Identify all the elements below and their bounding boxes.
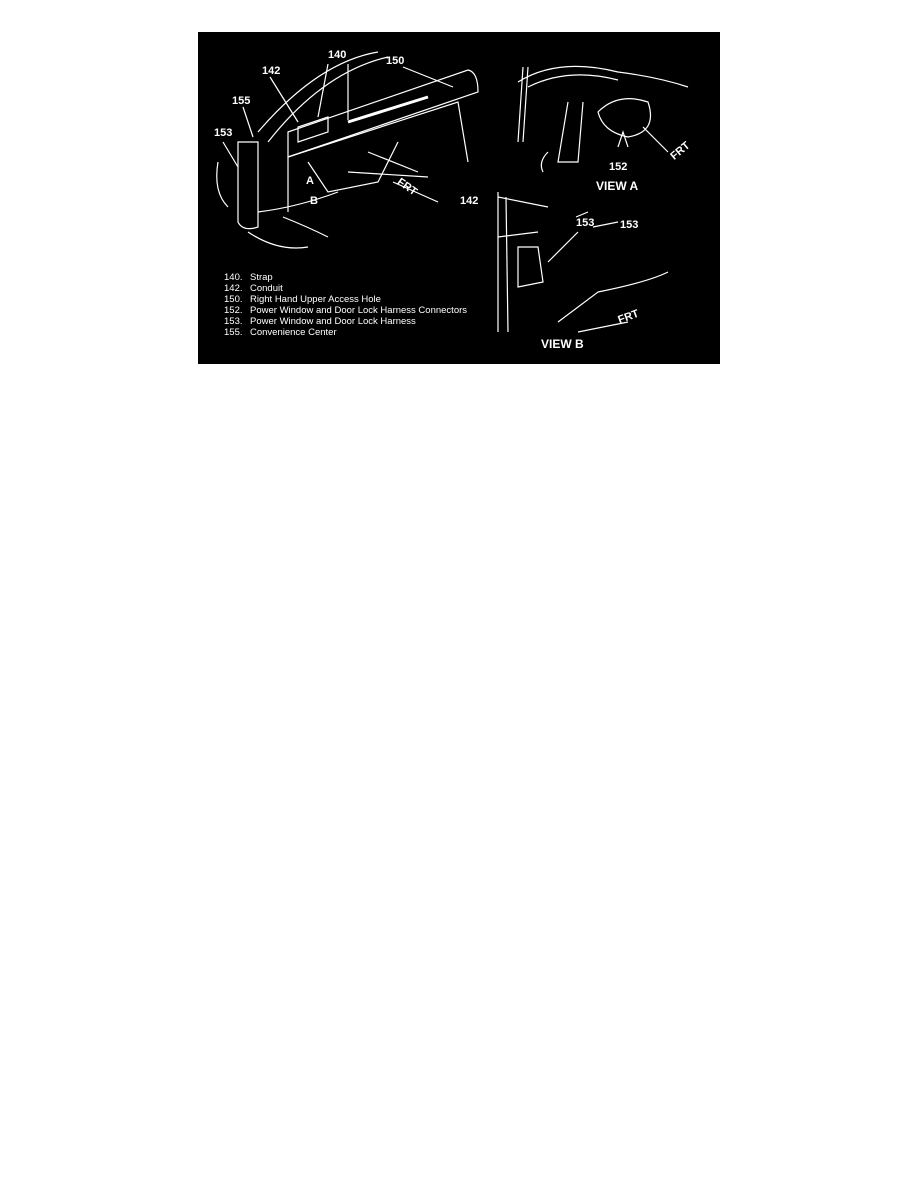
callout-152: 152	[609, 161, 628, 173]
diagram-linework	[216, 51, 689, 333]
arrow-b-label: B	[310, 195, 318, 207]
view-a-label: VIEW A	[596, 179, 639, 193]
callout-140: 140	[328, 49, 347, 61]
legend-row: 153.Power Window and Door Lock Harness	[224, 316, 416, 327]
legend-row: 142.Conduit	[224, 283, 283, 294]
callout-153-view-b-left: 153	[576, 217, 595, 229]
legend-row: 150.Right Hand Upper Access Hole	[224, 294, 381, 305]
legend: 140.Strap 142.Conduit 150.Right Hand Upp…	[224, 272, 467, 338]
legend-row: 140.Strap	[224, 272, 273, 283]
legend-row: 152.Power Window and Door Lock Harness C…	[224, 305, 468, 316]
callout-153-view-b-right: 153	[620, 219, 639, 231]
callout-142-main: 142	[262, 65, 281, 77]
wiring-diagram: 140 142 150 155 153 152 142 153 153 A B …	[198, 32, 720, 364]
legend-row: 155.Convenience Center	[224, 327, 337, 338]
callout-142-view-b: 142	[460, 195, 479, 207]
callout-150: 150	[386, 55, 405, 67]
callout-153-main: 153	[214, 127, 233, 139]
arrow-a-label: A	[306, 175, 314, 187]
callout-155: 155	[232, 95, 251, 107]
view-b-label: VIEW B	[541, 337, 584, 351]
